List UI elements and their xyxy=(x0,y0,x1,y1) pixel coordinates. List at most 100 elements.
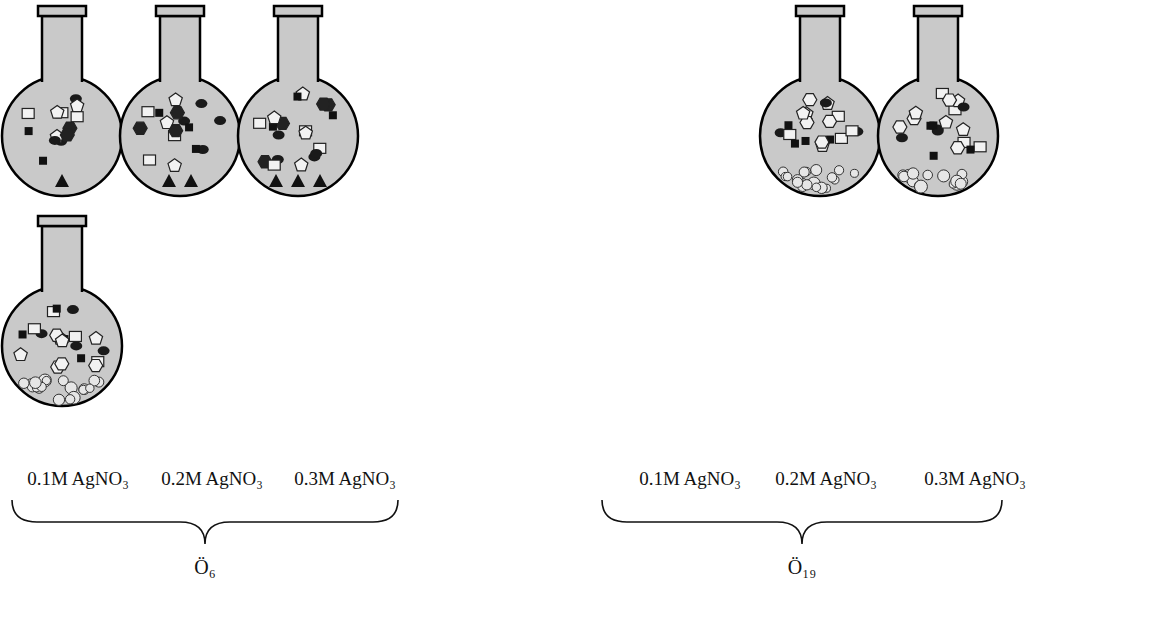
group-label: Ö₁₉ xyxy=(788,556,816,579)
bubble xyxy=(923,170,933,180)
hexagon-particle xyxy=(823,115,837,127)
flask-lip xyxy=(38,216,86,226)
dark-particle xyxy=(820,98,832,107)
bubble xyxy=(65,395,74,404)
pentagon-particle xyxy=(797,106,810,119)
bubble xyxy=(802,180,812,190)
dark-particle xyxy=(214,116,226,125)
bubble xyxy=(812,183,821,192)
group-label: Ö₆ xyxy=(194,556,215,579)
precipitate-triangle xyxy=(313,174,327,187)
hexagon-particle xyxy=(89,360,103,372)
hexagon-particle xyxy=(170,107,184,119)
square-particle xyxy=(144,155,156,165)
pentagon-particle xyxy=(299,126,312,139)
bubble xyxy=(53,394,64,405)
square-particle xyxy=(846,126,858,136)
group-brace xyxy=(602,500,1002,544)
square-particle xyxy=(142,107,154,117)
bubble xyxy=(792,177,802,187)
dark-particle xyxy=(896,133,908,142)
hexagon-particle xyxy=(943,94,957,106)
bubble xyxy=(955,178,966,189)
dark-square-particle xyxy=(784,121,792,129)
dark-square-particle xyxy=(53,305,61,313)
flask-neck xyxy=(918,16,958,82)
dark-square-particle xyxy=(77,354,85,362)
bubble xyxy=(834,166,843,175)
pentagon-particle xyxy=(71,99,84,112)
flask xyxy=(120,6,240,196)
flask-bulb xyxy=(760,76,880,196)
dark-particle xyxy=(98,346,110,355)
flask xyxy=(238,6,358,196)
bubble xyxy=(811,165,822,176)
dark-square-particle xyxy=(19,330,27,338)
flask-bulb xyxy=(2,286,122,406)
dark-particle xyxy=(958,102,970,111)
dark-square-particle xyxy=(39,157,47,165)
dark-particle xyxy=(70,341,82,350)
group-brace xyxy=(12,500,398,544)
dark-square-particle xyxy=(791,140,799,148)
flask-lip xyxy=(914,6,962,16)
flask xyxy=(760,6,880,196)
pentagon-particle xyxy=(821,97,834,110)
bubble xyxy=(86,384,94,392)
hexagon-particle xyxy=(951,142,965,154)
pentagon-particle xyxy=(169,93,182,106)
flask xyxy=(2,216,122,406)
bubble xyxy=(19,378,29,388)
bubble xyxy=(827,173,836,182)
hexagon-particle xyxy=(803,94,817,106)
precipitate-triangle xyxy=(291,174,305,187)
flask-bulb xyxy=(238,76,358,196)
flask-lip xyxy=(156,6,204,16)
flask-bulb xyxy=(878,76,998,196)
flask xyxy=(2,6,122,196)
flask-lip xyxy=(274,6,322,16)
bubble xyxy=(914,180,927,193)
pentagon-particle xyxy=(51,106,64,119)
pentagon-particle xyxy=(14,348,27,361)
flask-bulb xyxy=(2,76,122,196)
dark-square-particle xyxy=(185,123,193,131)
dark-particle xyxy=(49,136,61,145)
dark-square-particle xyxy=(930,152,938,160)
precipitate-triangle xyxy=(162,174,176,187)
flask-neck xyxy=(42,16,82,82)
dark-particle xyxy=(310,149,322,158)
dark-particle xyxy=(67,305,79,314)
bubble xyxy=(850,169,858,177)
dark-square-particle xyxy=(966,146,974,154)
precipitate-triangle xyxy=(55,174,69,187)
square-particle xyxy=(974,142,986,152)
hexagon-particle xyxy=(815,136,829,148)
bubble xyxy=(907,168,918,179)
hexagon-particle xyxy=(317,98,331,110)
hexagon-particle xyxy=(893,121,907,133)
dark-square-particle xyxy=(293,93,301,101)
pentagon-particle xyxy=(89,332,102,345)
dark-particle xyxy=(195,99,207,108)
concentration-label: 0.2M AgNO₃ xyxy=(161,468,263,490)
flask-neck xyxy=(42,226,82,292)
dark-particle xyxy=(273,130,285,139)
bubble xyxy=(30,377,42,389)
square-particle xyxy=(254,118,266,128)
square-particle xyxy=(22,108,34,118)
flask-neck xyxy=(160,16,200,82)
hexagon-particle xyxy=(55,358,69,370)
square-particle xyxy=(28,324,40,334)
concentration-label: 0.1M AgNO₃ xyxy=(27,468,129,490)
square-particle xyxy=(69,331,81,341)
dark-square-particle xyxy=(155,109,163,117)
pentagon-particle xyxy=(295,158,308,171)
flask-bulb xyxy=(120,76,240,196)
pentagon-particle xyxy=(939,115,952,128)
pentagon-particle xyxy=(268,111,281,124)
flask xyxy=(878,6,998,196)
concentration-label: 0.3M AgNO₃ xyxy=(294,468,396,490)
precipitate-triangle xyxy=(269,174,283,187)
